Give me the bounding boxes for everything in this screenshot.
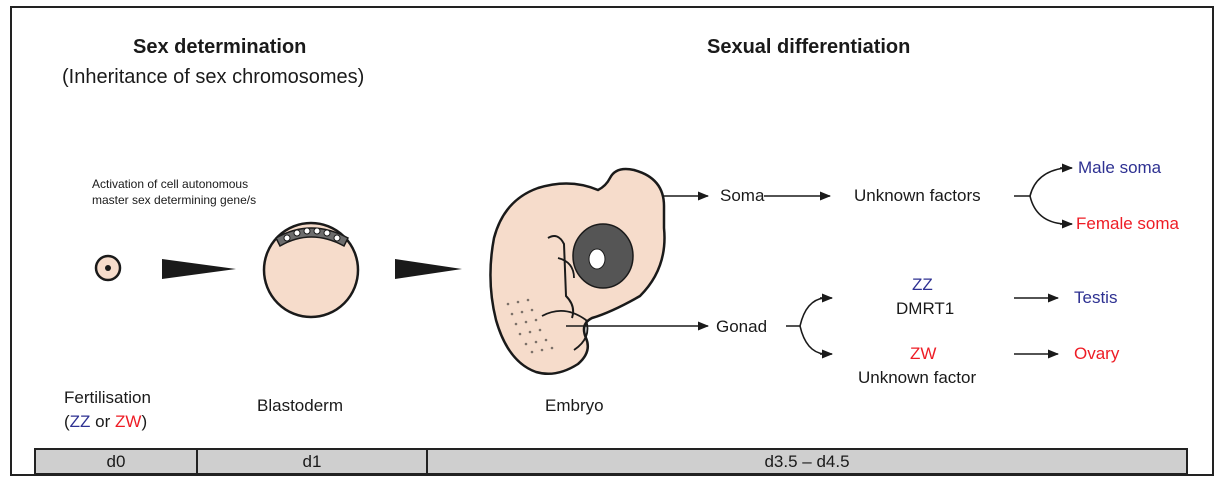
or-word: or [90, 412, 115, 431]
female-soma-label: Female soma [1076, 214, 1179, 234]
timeline-cell-d3-5-d4-5: d3.5 – d4.5 [428, 450, 1186, 473]
blastoderm-label: Blastoderm [257, 396, 343, 416]
dmrt1-label: DMRT1 [896, 299, 954, 319]
progression-wedge-icon [395, 259, 462, 279]
timeline-bar: d0 d1 d3.5 – d4.5 [34, 448, 1188, 475]
embryo-label: Embryo [545, 396, 604, 416]
timeline-cell-d0: d0 [36, 450, 198, 473]
paren-close: ) [141, 412, 147, 431]
blastoderm-icon [264, 223, 358, 317]
unknown-factor-label: Unknown factor [858, 368, 976, 388]
timeline-label: d1 [303, 452, 322, 472]
ovary-label: Ovary [1074, 344, 1119, 364]
zw-label: ZW [910, 344, 936, 364]
genotype-label: (ZZ or ZW) [64, 412, 147, 432]
zz-label: ZZ [912, 275, 933, 295]
unknown-factors-label: Unknown factors [854, 186, 981, 206]
gonad-label: Gonad [716, 317, 767, 337]
timeline-label: d0 [107, 452, 126, 472]
timeline-label: d3.5 – d4.5 [764, 452, 849, 472]
fertilisation-label: Fertilisation [64, 388, 151, 408]
zz-genotype: ZZ [70, 412, 91, 431]
embryo-icon [490, 169, 664, 374]
soma-label: Soma [720, 186, 764, 206]
zygote-icon [96, 256, 120, 280]
zw-genotype: ZW [115, 412, 141, 431]
progression-wedge-icon [162, 259, 236, 279]
male-soma-label: Male soma [1078, 158, 1161, 178]
timeline-cell-d1: d1 [198, 450, 428, 473]
testis-label: Testis [1074, 288, 1117, 308]
